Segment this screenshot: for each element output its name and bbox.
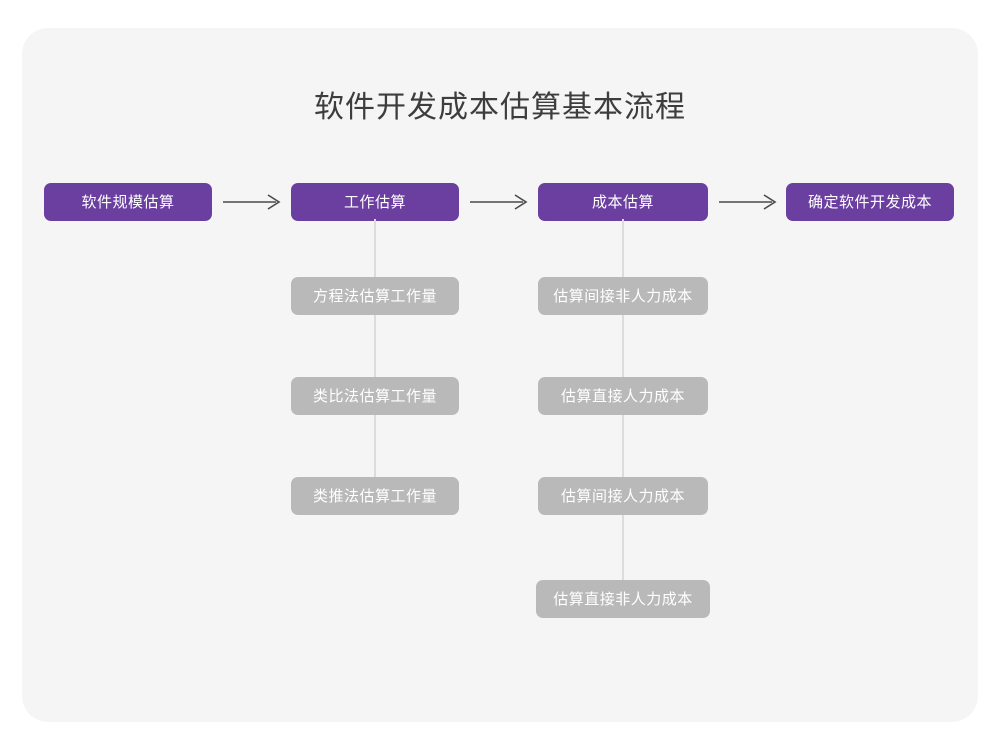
flow-node-software-scale-estimation[interactable]: 软件规模估算	[44, 183, 212, 221]
sub-node-inference-method-workload[interactable]: 类推法估算工作量	[291, 477, 459, 515]
sub-node-label: 估算间接非人力成本	[553, 287, 693, 305]
page-title: 软件开发成本估算基本流程	[314, 91, 686, 124]
sub-node-label: 估算直接人力成本	[560, 387, 685, 405]
sub-node-analogy-method-workload[interactable]: 类比法估算工作量	[291, 377, 459, 415]
flow-node-label: 工作估算	[343, 193, 406, 211]
arrow-right-icon	[469, 192, 531, 212]
sub-node-indirect-labor-cost[interactable]: 估算间接人力成本	[538, 477, 708, 515]
flow-node-label: 成本估算	[591, 193, 654, 211]
sub-node-label: 估算直接非人力成本	[553, 590, 693, 608]
sub-node-direct-nonlabor-cost[interactable]: 估算直接非人力成本	[536, 580, 710, 618]
connector-line-work-column	[374, 219, 376, 481]
sub-node-label: 类比法估算工作量	[312, 387, 437, 405]
arrow-right-icon	[718, 192, 780, 212]
flow-node-label: 软件规模估算	[81, 193, 175, 211]
flow-node-work-estimation[interactable]: 工作估算	[291, 183, 459, 221]
sub-node-equation-method-workload[interactable]: 方程法估算工作量	[291, 277, 459, 315]
flow-node-label: 确定软件开发成本	[807, 193, 932, 211]
diagram-card	[22, 28, 978, 722]
arrow-right-icon	[222, 192, 284, 212]
sub-node-label: 方程法估算工作量	[312, 287, 437, 305]
sub-node-label: 估算间接人力成本	[560, 487, 685, 505]
sub-node-label: 类推法估算工作量	[312, 487, 437, 505]
flow-node-cost-estimation[interactable]: 成本估算	[538, 183, 708, 221]
sub-node-indirect-nonlabor-cost[interactable]: 估算间接非人力成本	[538, 277, 708, 315]
flow-node-determine-development-cost[interactable]: 确定软件开发成本	[786, 183, 954, 221]
sub-node-direct-labor-cost[interactable]: 估算直接人力成本	[538, 377, 708, 415]
